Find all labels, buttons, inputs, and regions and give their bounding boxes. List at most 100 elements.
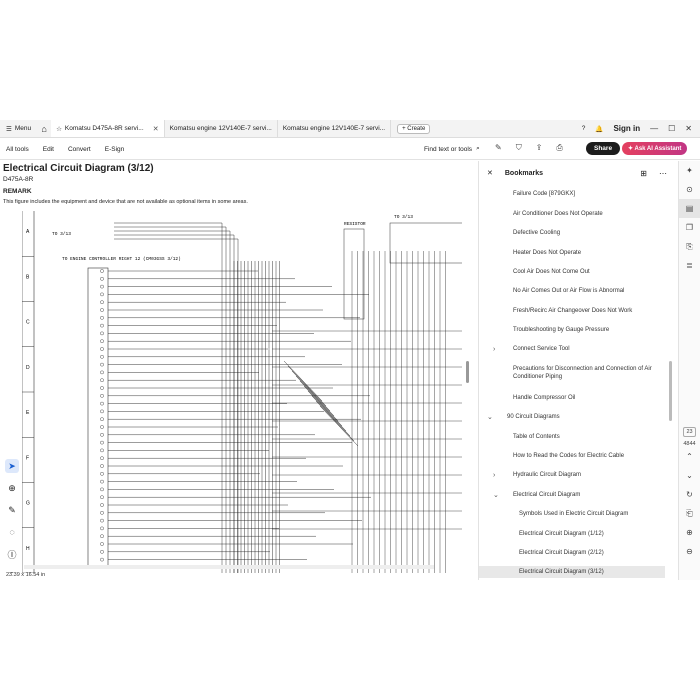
chevron-down-icon[interactable]: ⌄ xyxy=(493,492,499,499)
bookmark-item[interactable]: Electrical Circuit Diagram (1/12) xyxy=(479,528,665,540)
menu-button[interactable]: ☰ Menu xyxy=(0,120,37,137)
maximize-icon[interactable]: ☐ xyxy=(668,124,676,133)
bookmark-label: Handle Compressor Oil xyxy=(513,395,576,401)
right-rail: ✦ ⊙ ▤ ❐ ⎘ ≣ 23 4844 ⌃ ⌄ ↻ ⎗ ⊕ ⊖ xyxy=(678,161,700,580)
zone-letter: C xyxy=(26,320,30,326)
chevron-down-icon[interactable]: ⌄ xyxy=(487,414,493,421)
bookmark-item[interactable]: Defective Cooling xyxy=(479,227,665,239)
pages-rail-icon[interactable]: ❐ xyxy=(685,223,694,232)
lasso-icon[interactable]: ◌ xyxy=(9,527,15,537)
close-tab-icon[interactable]: ✕ xyxy=(152,125,159,133)
ai-chat-icon[interactable]: ✦ xyxy=(686,166,693,175)
pdf-viewer-window: ☰ Menu ⌂ ☆ Komatsu D475A-8R servi... ✕ K… xyxy=(0,120,700,580)
bookmark-item[interactable]: Precautions for Disconnection and Connec… xyxy=(479,363,665,383)
close-window-icon[interactable]: ✕ xyxy=(685,124,692,133)
bookmark-label: Troubleshooting by Gauge Pressure xyxy=(513,327,610,333)
horizontal-scrollbar[interactable] xyxy=(24,565,434,569)
tab-1[interactable]: Komatsu engine 12V140E-7 servi... xyxy=(165,120,278,137)
bookmark-label: Electrical Circuit Diagram (2/12) xyxy=(519,550,604,556)
page-down-icon[interactable]: ⌄ xyxy=(686,471,693,480)
bookmarks-rail-icon[interactable]: ▤ xyxy=(679,199,700,218)
save-icon[interactable]: ⎗ xyxy=(686,508,693,518)
tab-0[interactable]: ☆ Komatsu D475A-8R servi... ✕ xyxy=(51,120,165,137)
zoom-annotate-icon[interactable]: ⊕ xyxy=(8,482,16,493)
attachments-rail-icon[interactable]: ⎘ xyxy=(686,241,693,251)
bookmark-label: Electrical Circuit Diagram xyxy=(513,492,581,498)
layers-rail-icon[interactable]: ≣ xyxy=(686,261,693,270)
highlight-icon[interactable]: ⛉ xyxy=(515,143,522,152)
bookmark-item[interactable]: Electrical Circuit Diagram (3/12) xyxy=(479,566,665,579)
bookmark-item[interactable]: Table of Contents xyxy=(479,431,665,443)
all-tools-menu[interactable]: All tools xyxy=(6,145,29,153)
stamp-icon[interactable]: ⚲ xyxy=(5,569,19,574)
bookmark-item[interactable]: How to Read the Codes for Electric Cable xyxy=(479,450,665,462)
text-box-icon[interactable]: Ⓘ xyxy=(7,549,17,560)
current-page-field[interactable]: 23 xyxy=(683,427,696,437)
bookmarks-scrollbar[interactable] xyxy=(669,191,672,576)
find-text-box[interactable]: Find text or tools ⌕ xyxy=(424,145,480,153)
bookmark-item[interactable]: Fresh/Recirc Air Changeover Does Not Wor… xyxy=(479,305,665,317)
tab-2[interactable]: Komatsu engine 12V140E-7 servi... xyxy=(278,120,392,137)
refresh-icon[interactable]: ↻ xyxy=(686,490,693,499)
bookmark-item[interactable]: Symbols Used in Electric Circuit Diagram xyxy=(479,508,665,520)
bookmark-item[interactable]: Handle Compressor Oil xyxy=(479,392,665,404)
bookmark-item[interactable]: Air Conditioner Does Not Operate xyxy=(479,208,665,220)
home-icon[interactable]: ⌂ xyxy=(41,123,47,134)
notification-bell-icon[interactable]: 🔔 xyxy=(595,125,604,133)
add-bookmark-icon[interactable]: ⊞ xyxy=(640,168,647,178)
close-panel-icon[interactable]: ✕ xyxy=(487,170,493,177)
sign-in-button[interactable]: Sign in xyxy=(613,124,641,133)
tab-label: Komatsu D475A-8R servi... xyxy=(64,125,144,132)
bookmark-label: Precautions for Disconnection and Connec… xyxy=(513,366,652,381)
chevron-right-icon[interactable]: › xyxy=(493,472,496,479)
bookmark-item[interactable]: ⌄90 Circuit Diagrams xyxy=(479,411,665,423)
document-page[interactable]: Electrical Circuit Diagram (3/12) D475A-… xyxy=(0,161,462,573)
bookmark-item[interactable]: ⌄ Electrical Circuit Diagram xyxy=(479,489,665,501)
bookmark-item[interactable]: Electrical Circuit Diagram (2/12) xyxy=(479,547,665,559)
convert-menu[interactable]: Convert xyxy=(67,145,91,153)
page-up-icon[interactable]: ⌃ xyxy=(686,452,693,461)
document-vertical-scrollbar[interactable] xyxy=(465,161,471,573)
select-cursor-icon[interactable]: ➤ xyxy=(5,459,19,473)
bookmark-item[interactable]: Cool Air Does Not Come Out xyxy=(479,266,665,278)
star-icon[interactable]: ☆ xyxy=(56,125,62,133)
zone-letter: G xyxy=(26,501,30,507)
bookmark-item[interactable]: ›Connect Service Tool xyxy=(479,343,665,355)
tab-bar: ☰ Menu ⌂ ☆ Komatsu D475A-8R servi... ✕ K… xyxy=(0,120,700,138)
more-options-icon[interactable]: ⋯ xyxy=(659,168,667,178)
esign-menu[interactable]: E-Sign xyxy=(104,145,125,153)
bookmark-label: Failure Code [879GKX] xyxy=(513,191,576,197)
wire-lines xyxy=(100,222,462,573)
chevron-right-icon[interactable]: › xyxy=(493,346,496,353)
share-button[interactable]: Share xyxy=(586,142,621,155)
pen-icon[interactable]: ✎ xyxy=(8,504,16,515)
bookmarks-title: Bookmarks xyxy=(504,169,544,177)
scroll-thumb[interactable] xyxy=(466,361,469,383)
comments-rail-icon[interactable]: ⊙ xyxy=(686,185,693,194)
zoom-out-icon[interactable]: ⊖ xyxy=(686,547,693,556)
menu-label: Menu xyxy=(14,125,32,132)
upload-icon[interactable]: ⇪ xyxy=(535,143,543,152)
zone-letter: A xyxy=(26,229,30,235)
zoom-in-icon[interactable]: ⊕ xyxy=(686,528,693,537)
search-icon: ⌕ xyxy=(476,145,480,152)
bookmark-item[interactable]: ›Hydraulic Circuit Diagram xyxy=(479,469,665,481)
main-toolbar: All tools Edit Convert E-Sign Find text … xyxy=(0,139,700,160)
bookmark-label: Electrical Circuit Diagram (1/12) xyxy=(519,531,604,537)
create-button[interactable]: + Create xyxy=(397,123,431,134)
ai-assistant-button[interactable]: ✦ Ask AI Assistant xyxy=(622,142,688,155)
help-icon[interactable]: ? xyxy=(581,125,586,132)
bookmark-item[interactable]: Troubleshooting by Gauge Pressure xyxy=(479,324,665,336)
edit-menu[interactable]: Edit xyxy=(42,145,54,153)
bookmark-label: Cool Air Does Not Come Out xyxy=(513,269,590,275)
bookmarks-scroll-thumb[interactable] xyxy=(669,361,672,421)
bookmark-item[interactable]: Failure Code [879GKX] xyxy=(479,188,665,200)
bookmark-item[interactable]: No Air Comes Out or Air Flow is Abnormal xyxy=(479,285,665,297)
remark-text: This figure includes the equipment and d… xyxy=(3,199,248,205)
minimize-icon[interactable]: — xyxy=(650,124,659,133)
find-placeholder: Find text or tools xyxy=(424,145,473,153)
print-icon[interactable]: ⎙ xyxy=(556,143,563,152)
bookmark-item[interactable]: Heater Does Not Operate xyxy=(479,247,665,259)
bookmark-label: Fresh/Recirc Air Changeover Does Not Wor… xyxy=(513,308,633,314)
comment-icon[interactable]: ✎ xyxy=(495,143,502,152)
